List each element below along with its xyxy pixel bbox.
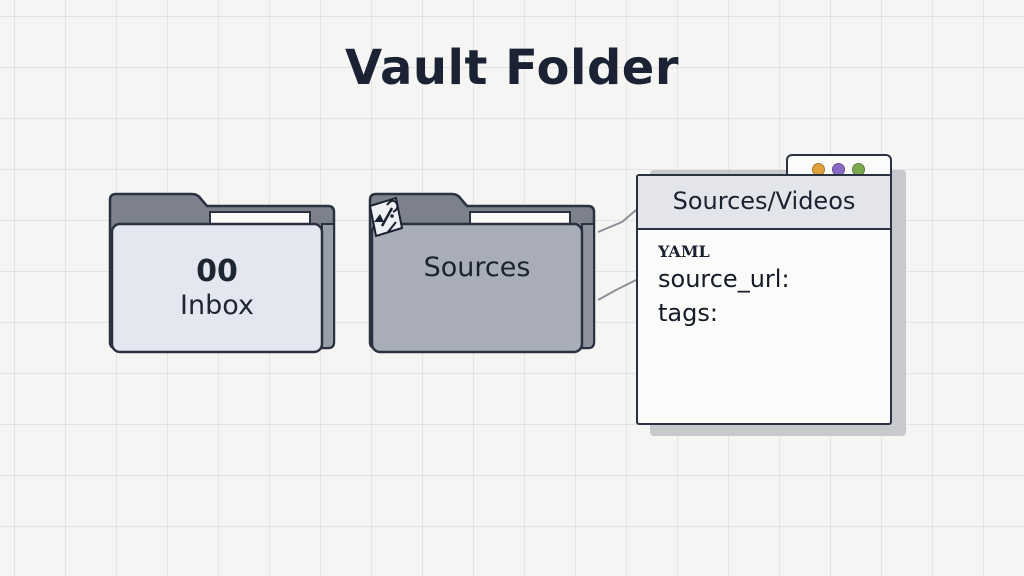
diagram-title: Vault Folder	[344, 40, 680, 96]
yaml-field-source-url: source_url:	[658, 265, 790, 293]
inbox-label: Inbox	[180, 290, 254, 321]
yaml-field-tags: tags:	[658, 299, 718, 327]
window-body: YAML source_url: tags:	[658, 242, 790, 330]
inbox-number: 00	[196, 254, 238, 289]
folder-preview-window[interactable]: Sources/Videos YAML source_url: tags:	[636, 154, 892, 425]
folder-sources-graphic	[368, 192, 596, 354]
folder-inbox[interactable]: 00 Inbox	[106, 192, 338, 358]
window-header: Sources/Videos	[638, 176, 890, 230]
window-frame: Sources/Videos YAML source_url: tags:	[636, 174, 892, 425]
yaml-label: YAML	[658, 242, 710, 261]
sources-label: Sources	[423, 252, 531, 283]
folder-inbox-graphic	[108, 192, 336, 354]
shapes-icon	[368, 196, 404, 238]
window-title: Sources/Videos	[672, 187, 856, 215]
folder-sources[interactable]: Sources	[366, 192, 598, 358]
